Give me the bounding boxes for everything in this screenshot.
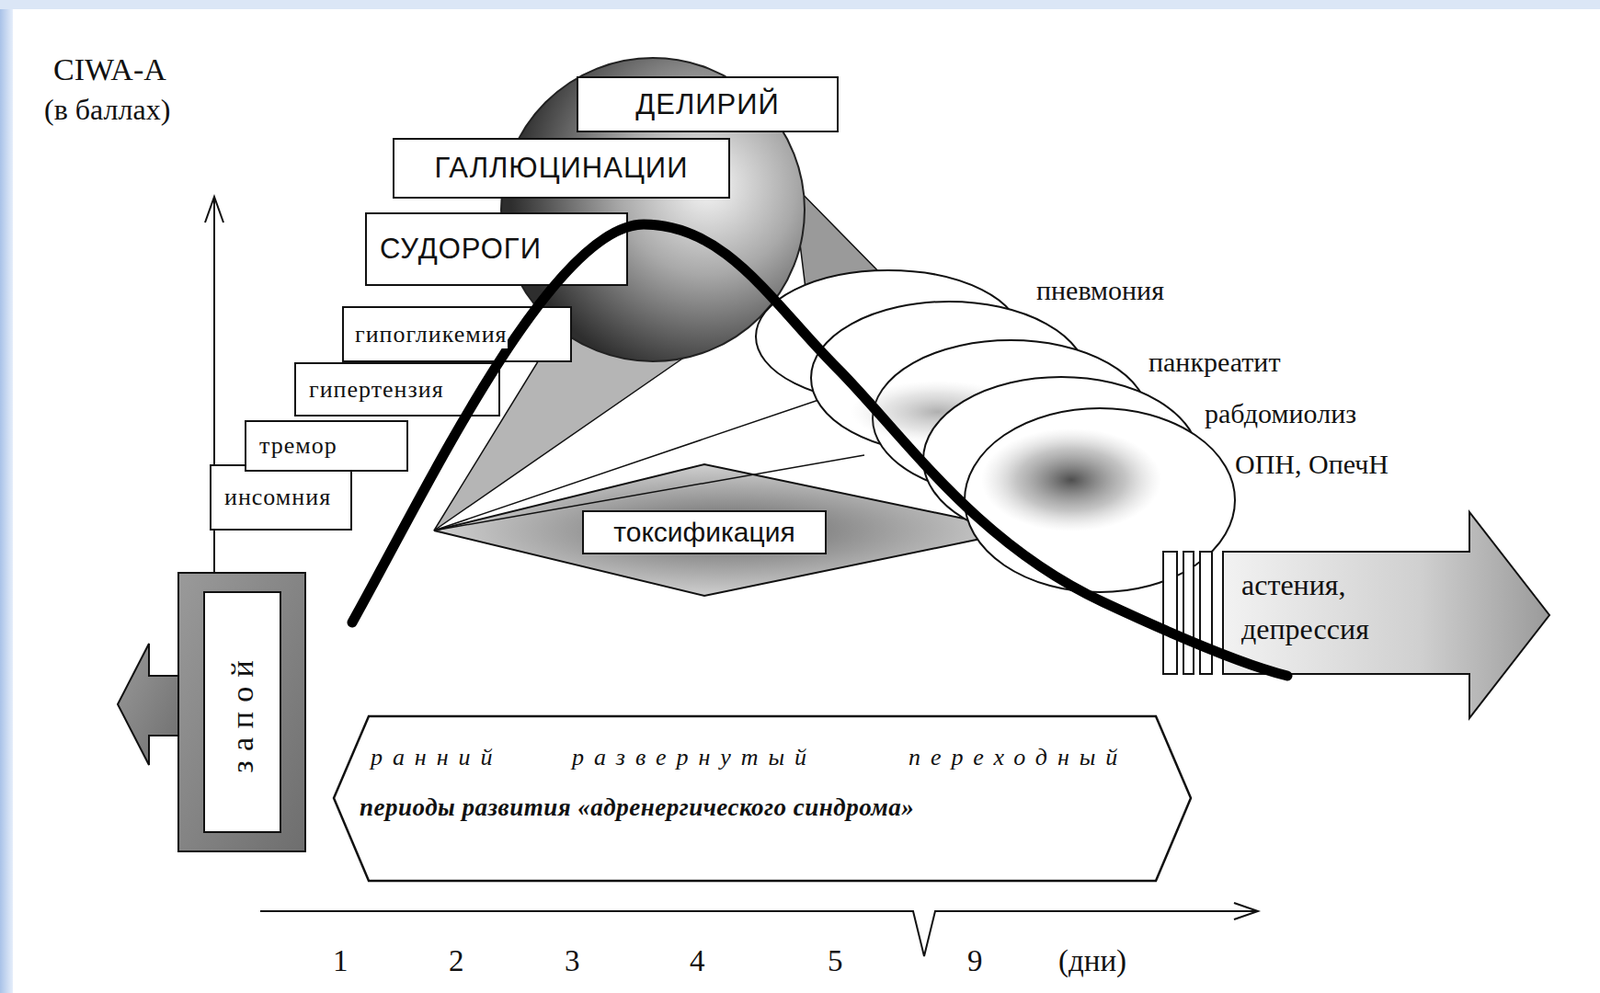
- symptom-box: гипогликемия: [342, 306, 572, 363]
- outline-part: [1222, 512, 1550, 719]
- tick-label: 4: [689, 943, 706, 981]
- label-slot: 4: [689, 943, 706, 981]
- node-text: инсомния: [224, 482, 332, 512]
- binge-arrow-box: запой: [117, 571, 307, 853]
- period-name: переходный: [908, 742, 1128, 774]
- node-text: ДЕЛИРИЙ: [635, 87, 780, 122]
- node-outline: [117, 571, 307, 853]
- outline-part: [1183, 551, 1194, 675]
- label-slot: 5: [827, 943, 844, 981]
- node-text: токсификация: [613, 515, 795, 549]
- label-slot: ОПН, ОпечН: [1234, 447, 1389, 481]
- tick-label: 9: [967, 943, 983, 981]
- label-slot: CIWA-A: [53, 51, 167, 90]
- outcome-arrow: астения, депрессия: [1154, 510, 1552, 720]
- complication-label: рабдомиолиз: [1204, 397, 1357, 431]
- node-text: астения, депрессия: [1241, 562, 1435, 652]
- axis-title: CIWA-A: [53, 51, 167, 90]
- toxification-box: токсификация: [582, 510, 827, 555]
- complication-label: панкреатит: [1148, 345, 1281, 379]
- node-text: гипогликемия: [354, 320, 508, 349]
- complication-label: ОПН, ОпечН: [1234, 447, 1389, 481]
- outline-part: [204, 592, 281, 833]
- node-text: запой: [223, 651, 262, 773]
- symptom-box: гипертензия: [294, 362, 501, 417]
- outline-part: [1200, 551, 1212, 675]
- ciwa-curve-line: [352, 224, 1288, 676]
- outline-part: [1163, 551, 1178, 675]
- complication-label: пневмония: [1036, 274, 1165, 308]
- label-slot: панкреатит: [1148, 345, 1281, 379]
- label-slot: (дни): [1058, 943, 1127, 981]
- node-text: гипертензия: [308, 375, 445, 404]
- symptom-box: ДЕЛИРИЙ: [576, 76, 839, 133]
- label-slot: пневмония: [1036, 274, 1165, 308]
- node-text: тремор: [259, 431, 338, 460]
- node-text: ГАЛЛЮЦИНАЦИИ: [434, 150, 689, 185]
- outline-part: [117, 643, 179, 766]
- label-slot: 1: [332, 943, 349, 981]
- symptom-box: тремор: [244, 420, 409, 472]
- outline-part: [333, 716, 1191, 881]
- label-slot: 9: [967, 943, 983, 981]
- symptom-box: инсомния: [209, 464, 353, 531]
- label-slot: 3: [564, 943, 581, 981]
- period-name: развернутый: [571, 742, 817, 774]
- symptom-box: СУДОРОГИ: [365, 212, 629, 286]
- node-text: СУДОРОГИ: [379, 231, 542, 266]
- tick-label: (дни): [1058, 943, 1127, 981]
- tick-label: 1: [332, 943, 349, 981]
- axis-unit: (в баллах): [44, 91, 171, 127]
- label-slot: (в баллах): [44, 91, 171, 127]
- periods-band: ранний развернутый переходный периоды разви…: [331, 714, 1193, 883]
- label-slot: рабдомиолиз: [1204, 397, 1357, 431]
- label-slot: 2: [448, 943, 465, 981]
- symptom-box: ГАЛЛЮЦИНАЦИИ: [392, 137, 731, 199]
- period-name: ранний: [370, 742, 503, 774]
- tick-label: 2: [448, 943, 465, 981]
- outline-part: [178, 572, 306, 852]
- tick-label: 3: [564, 943, 581, 981]
- tick-label: 5: [827, 943, 844, 981]
- band-caption: периоды развития «адренергического синдр…: [359, 791, 915, 824]
